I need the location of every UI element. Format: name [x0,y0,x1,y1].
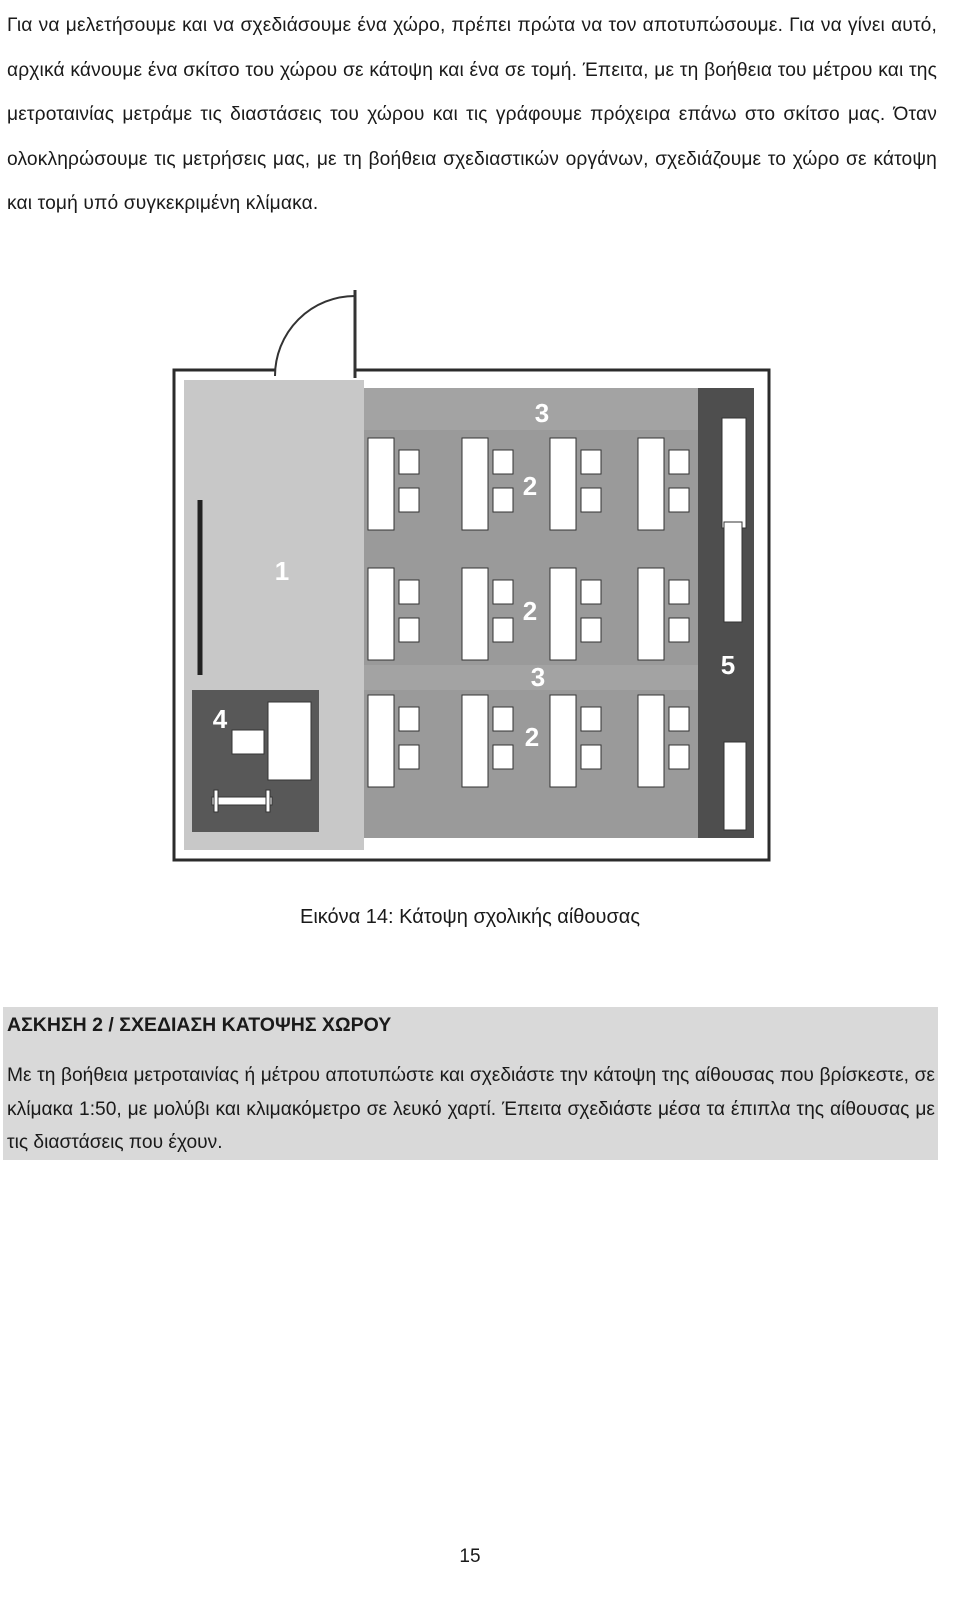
bench-leg-right [265,789,271,813]
student-chair [580,617,602,643]
bench [211,796,273,806]
teacher-desk [267,701,312,781]
aisle-mid [364,665,698,690]
student-desk [461,567,489,661]
student-chair [668,706,690,732]
zone-2-bottom-label: 2 [525,722,539,752]
student-chair [668,487,690,513]
student-desk [367,437,395,531]
wall-panel-bottom [723,741,747,831]
student-chair [492,579,514,605]
exercise-title: ΑΣΚΗΣΗ 2 / ΣΧΕΔΙΑΣΗ ΚΑΤΟΨΗΣ ΧΩΡΟΥ [7,1014,392,1036]
student-desk [461,694,489,788]
student-chair [668,579,690,605]
student-chair [668,744,690,770]
desk-grid [367,437,690,788]
teacher-chair [231,729,265,755]
student-chair [398,579,420,605]
student-chair [492,487,514,513]
student-desk [637,694,665,788]
student-desk [549,694,577,788]
bench-leg-left [213,789,219,813]
student-chair [580,706,602,732]
student-chair [398,744,420,770]
door-opening [275,364,355,376]
page-number: 15 [459,1546,481,1567]
figure-caption: Εικόνα 14: Κάτοψη σχολικής αίθουσας [299,906,641,928]
zone-5-label: 5 [721,650,735,680]
exercise-body: Με τη βοήθεια μετροταινίας ή μέτρου αποτ… [7,1065,935,1153]
student-desk [461,437,489,531]
wall-panel-top [721,417,747,529]
student-chair [580,487,602,513]
zone-1-label: 1 [275,556,289,586]
student-chair [492,617,514,643]
student-chair [398,617,420,643]
student-desk [637,437,665,531]
zone-3-mid-label: 3 [531,662,545,692]
zone-4-label: 4 [213,704,228,734]
zone-2-top-label: 2 [523,471,537,501]
classroom-floor-plan: 1 3 2 2 3 2 4 5 [172,290,771,862]
student-chair [492,449,514,475]
student-chair [492,744,514,770]
student-chair [580,579,602,605]
student-chair [668,449,690,475]
student-desk [549,567,577,661]
student-chair [398,449,420,475]
student-chair [580,449,602,475]
student-desk [549,437,577,531]
aisle-top [364,388,698,430]
zone-2-mid-label: 2 [523,596,537,626]
door-swing-arc [274,295,356,377]
student-desk [367,694,395,788]
intro-paragraph: Για να μελετήσουμε και να σχεδιάσουμε έν… [7,15,937,215]
student-desk [367,567,395,661]
student-chair [398,487,420,513]
wall-panel-mid [723,521,743,623]
student-chair [668,617,690,643]
student-chair [492,706,514,732]
student-desk [637,567,665,661]
student-chair [580,744,602,770]
zone-3-top-label: 3 [535,398,549,428]
exercise-box: ΑΣΚΗΣΗ 2 / ΣΧΕΔΙΑΣΗ ΚΑΤΟΨΗΣ ΧΩΡΟΥ Με τη … [3,1007,938,1160]
student-chair [398,706,420,732]
